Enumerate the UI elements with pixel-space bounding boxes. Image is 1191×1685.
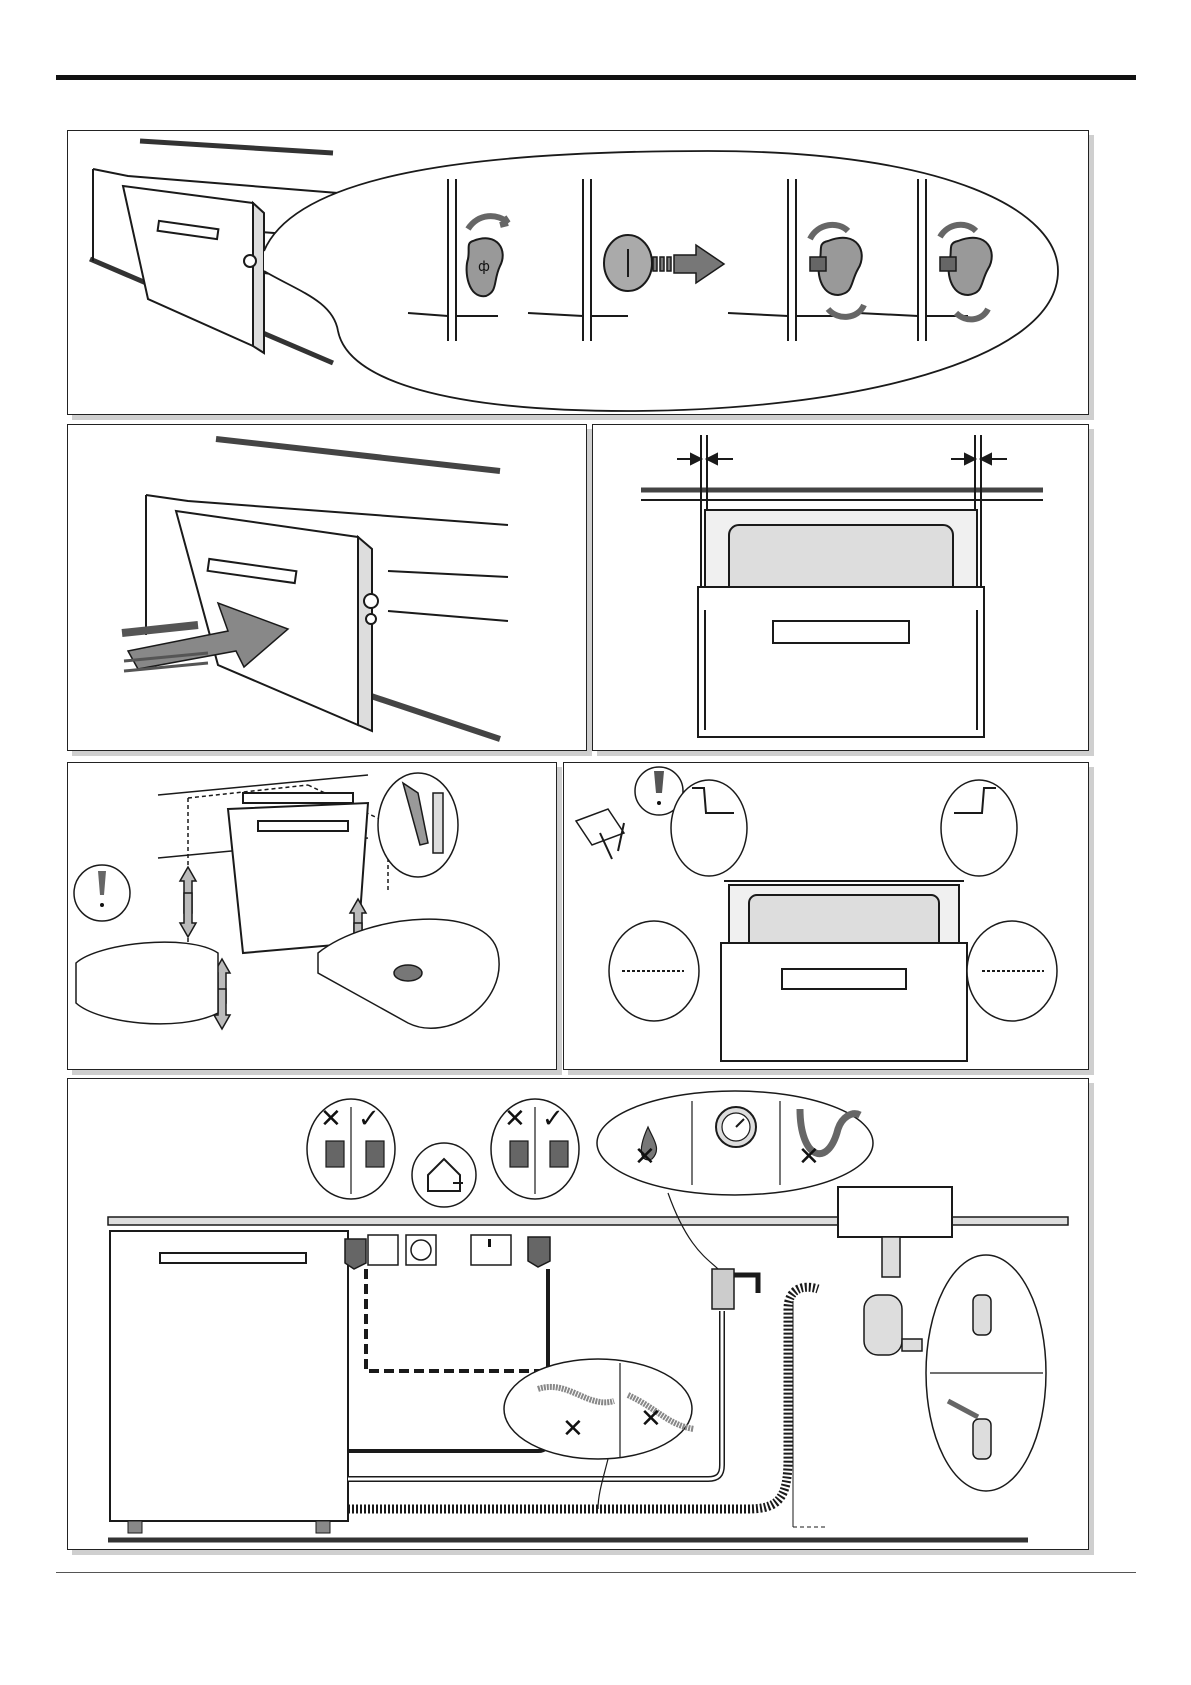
wrong-mark: ✕ (634, 1142, 656, 1172)
door-icon (176, 511, 378, 731)
socket-icon (368, 1235, 511, 1265)
right-mark: ✓ (358, 1104, 380, 1134)
gap-arrow-icon (677, 454, 1007, 464)
panel-height-levelling (67, 762, 557, 1070)
wrong-mark: ✕ (320, 1104, 342, 1134)
panel-side-gap-check (592, 424, 1089, 751)
pressure-gauge-icon (716, 1107, 756, 1147)
panel-connections: ✕ ✓ ✕ ✓ ✕ ✕ ✕ ✕ (67, 1078, 1089, 1550)
top-rule (56, 75, 1136, 80)
earth-icon (412, 1143, 476, 1207)
wrong-mark: ✕ (504, 1104, 526, 1134)
panel-door-hinge-adjustment: ф (67, 130, 1089, 415)
svg-text:ф: ф (478, 259, 490, 275)
bottom-rule (56, 1572, 1136, 1573)
tap-icon (712, 1269, 758, 1309)
panel-fix-to-worktop (563, 762, 1089, 1070)
right-mark: ✓ (542, 1104, 564, 1134)
wrong-mark: ✕ (798, 1142, 820, 1172)
siphon-icon (864, 1237, 922, 1355)
bracket-icon (671, 780, 1017, 876)
plug-icon (528, 1237, 550, 1267)
wrong-mark: ✕ (640, 1404, 662, 1434)
door-icon (123, 186, 264, 353)
panel-push-into-cabinet (67, 424, 587, 751)
wrong-mark: ✕ (562, 1414, 584, 1444)
screw-pack-icon (576, 809, 624, 859)
hinge-knob-icon (604, 235, 652, 291)
plug-icon (345, 1239, 366, 1269)
